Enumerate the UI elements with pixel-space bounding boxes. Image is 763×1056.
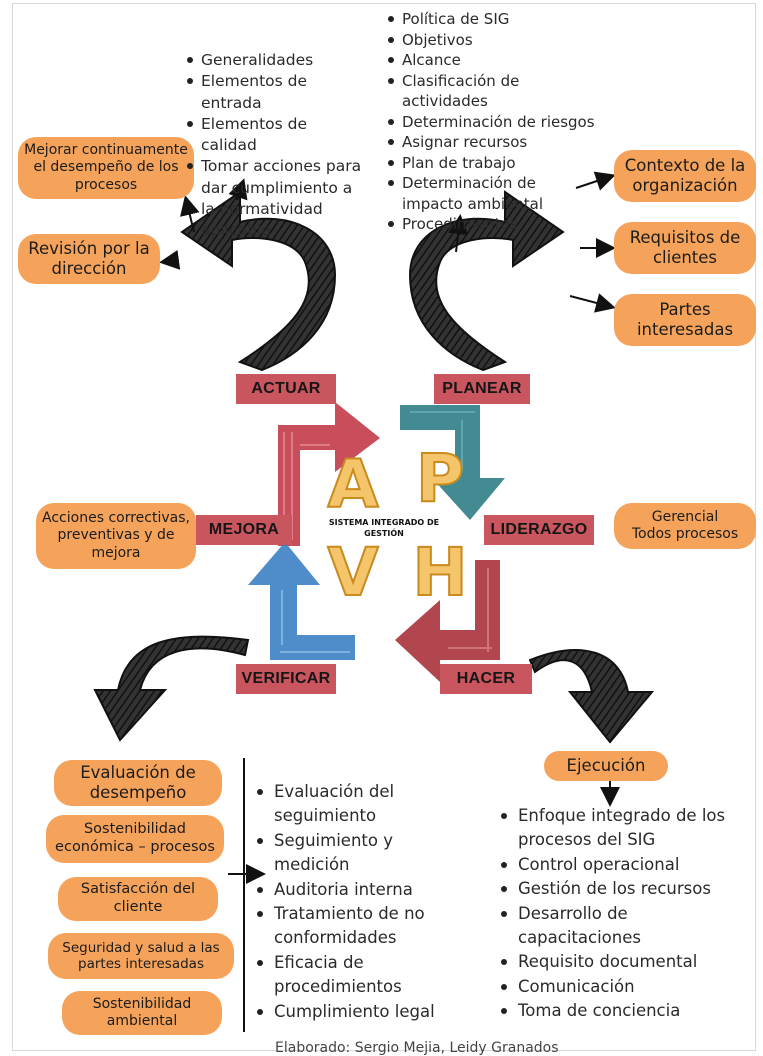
list-item: Asignar recursos <box>387 132 597 153</box>
box-partes: Partes interesadas <box>614 294 756 346</box>
list-item: Generalidades <box>186 50 366 71</box>
list-item: Comunicación <box>500 975 735 999</box>
list-actuar: Generalidades Elementos de entrada Eleme… <box>186 50 366 242</box>
box-sostenibilidad-economica: Sostenibilidad económica – procesos <box>46 815 224 863</box>
list-item: Política de SIG <box>387 9 597 30</box>
list-verificar: Evaluación del seguimiento Seguimiento y… <box>256 780 471 1024</box>
list-item: Elementos de entrada <box>186 71 366 114</box>
list-item: Tratamiento de no conformidades <box>256 902 434 951</box>
list-item: Tomar acciones para dar cumplimiento a l… <box>186 156 366 241</box>
box-acciones: Acciones correctivas, preventivas y de m… <box>36 503 196 569</box>
tag-verificar: VERIFICAR <box>236 664 336 694</box>
box-satisfaccion: Satisfacción del cliente <box>58 877 218 921</box>
list-item: Plan de trabajo <box>387 153 597 174</box>
box-sostenibilidad-ambiental: Sostenibilidad ambiental <box>62 991 222 1035</box>
list-item: Determinación de riesgos <box>387 112 597 133</box>
box-seguridad: Seguridad y salud a las partes interesad… <box>48 933 234 979</box>
box-ejecucion: Ejecución <box>544 751 668 781</box>
cycle-planear-teal <box>400 405 505 520</box>
letter-a: A <box>326 446 379 523</box>
arrow-hacer-black <box>528 649 655 744</box>
list-item: Requisito documental <box>500 950 735 974</box>
list-hacer: Enfoque integrado de los procesos del SI… <box>500 804 735 1024</box>
list-item: Procedimientos <box>387 214 597 235</box>
arrow-planear-black <box>408 190 565 372</box>
list-item: Objetivos <box>387 30 597 51</box>
list-item: Gestión de los recursos <box>500 877 735 901</box>
arrow-verificar-black <box>93 635 250 742</box>
tag-actuar: ACTUAR <box>236 374 336 404</box>
cycle-actuar-red <box>278 402 380 546</box>
list-item: Elementos de calidad <box>186 114 366 157</box>
list-item: Seguimiento y medición <box>256 829 471 878</box>
box-contexto: Contexto de la organización <box>614 150 756 202</box>
tag-liderazgo: LIDERAZGO <box>484 515 594 545</box>
cycle-verificar-blue <box>248 542 355 660</box>
box-gerencial: Gerencial Todos procesos <box>614 503 756 549</box>
arrow-actuar-black <box>180 190 337 372</box>
list-item: Control operacional <box>500 853 735 877</box>
tag-hacer: HACER <box>440 664 532 694</box>
list-item: Eficacia de procedimientos <box>256 951 409 1000</box>
list-item: Clasificación de actividades <box>387 71 597 112</box>
tag-planear: PLANEAR <box>434 374 530 404</box>
list-item: Desarrollo de capacitaciones <box>500 902 663 951</box>
box-revision: Revisión por la dirección <box>18 234 160 284</box>
list-item: Determinación de impacto ambiental <box>387 173 572 214</box>
footer-credits: Elaborado: Sergio Mejia, Leidy Granados <box>275 1040 559 1056</box>
letter-p: P <box>415 440 465 517</box>
center-label: SISTEMA INTEGRADO DE GESTIÓN <box>328 518 440 538</box>
box-requisitos: Requisitos de clientes <box>614 222 756 274</box>
list-item: Alcance <box>387 50 597 71</box>
list-item: Enfoque integrado de los procesos del SI… <box>500 804 733 853</box>
letter-h: H <box>411 534 468 611</box>
list-item: Evaluación del seguimiento <box>256 780 414 829</box>
list-item: Auditoria interna <box>256 878 471 902</box>
cycle-hacer-darkred <box>395 560 500 682</box>
box-evaluacion: Evaluación de desempeño <box>54 760 222 806</box>
list-item: Cumplimiento legal <box>256 1000 471 1024</box>
list-planear: Política de SIG Objetivos Alcance Clasif… <box>387 9 597 235</box>
letter-v: V <box>326 534 379 611</box>
tag-mejora: MEJORA <box>196 515 292 545</box>
box-mejorar: Mejorar continuamente el desempeño de lo… <box>18 137 194 199</box>
list-item: Toma de conciencia <box>500 999 735 1023</box>
